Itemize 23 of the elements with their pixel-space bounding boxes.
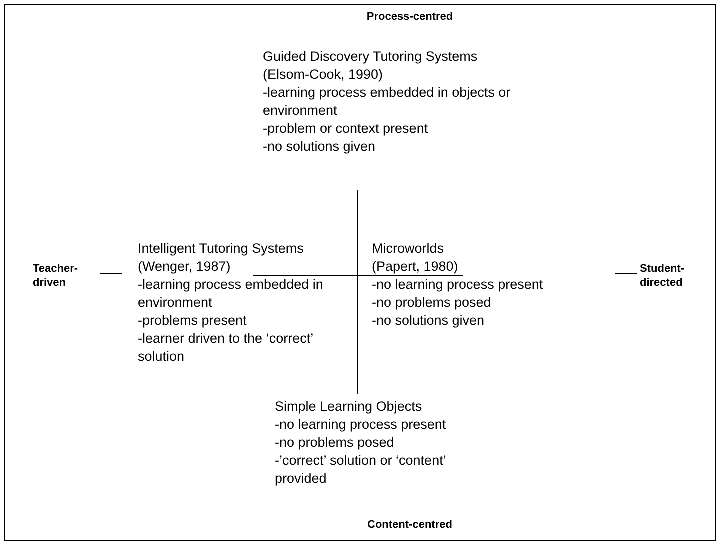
list-item-text: -’correct’ solution or ‘content’ provided — [275, 452, 447, 488]
system-title: Guided Discovery Tutoring Systems — [263, 48, 479, 66]
system-title: Simple Learning Objects — [275, 398, 424, 416]
list-item-text: -no learning process present — [372, 276, 544, 294]
list-item-text: -learning process embedded in environment — [138, 276, 324, 312]
list-item-text: -problems present — [138, 312, 248, 330]
citation: (Papert, 1980) — [372, 258, 460, 276]
axis-label: Teacher-driven — [33, 262, 80, 290]
list-item-text: -no problems posed — [372, 294, 492, 312]
list-item-text: -no learning process present — [275, 416, 448, 434]
axis-label: Content-centred — [366, 518, 454, 532]
axis-label: Student-directed — [640, 262, 686, 290]
list-item-text: -learning process embedded in objects or environment — [263, 84, 512, 120]
list-item-text: -no solutions given — [372, 312, 486, 330]
list-item-text: -no solutions given — [263, 138, 377, 156]
citation: (Wenger, 1987) — [138, 258, 232, 276]
system-title: Microworlds — [372, 240, 446, 258]
list-item-text: -learner driven to the ‘correct’ solution — [138, 330, 314, 366]
list-item-text: -problem or context present — [263, 120, 430, 138]
system-title: Intelligent Tutoring Systems — [138, 240, 305, 258]
list-item-text: -no problems posed — [275, 434, 396, 452]
citation: (Elsom-Cook, 1990) — [263, 66, 384, 84]
axis-label: Process-centred — [366, 10, 454, 24]
